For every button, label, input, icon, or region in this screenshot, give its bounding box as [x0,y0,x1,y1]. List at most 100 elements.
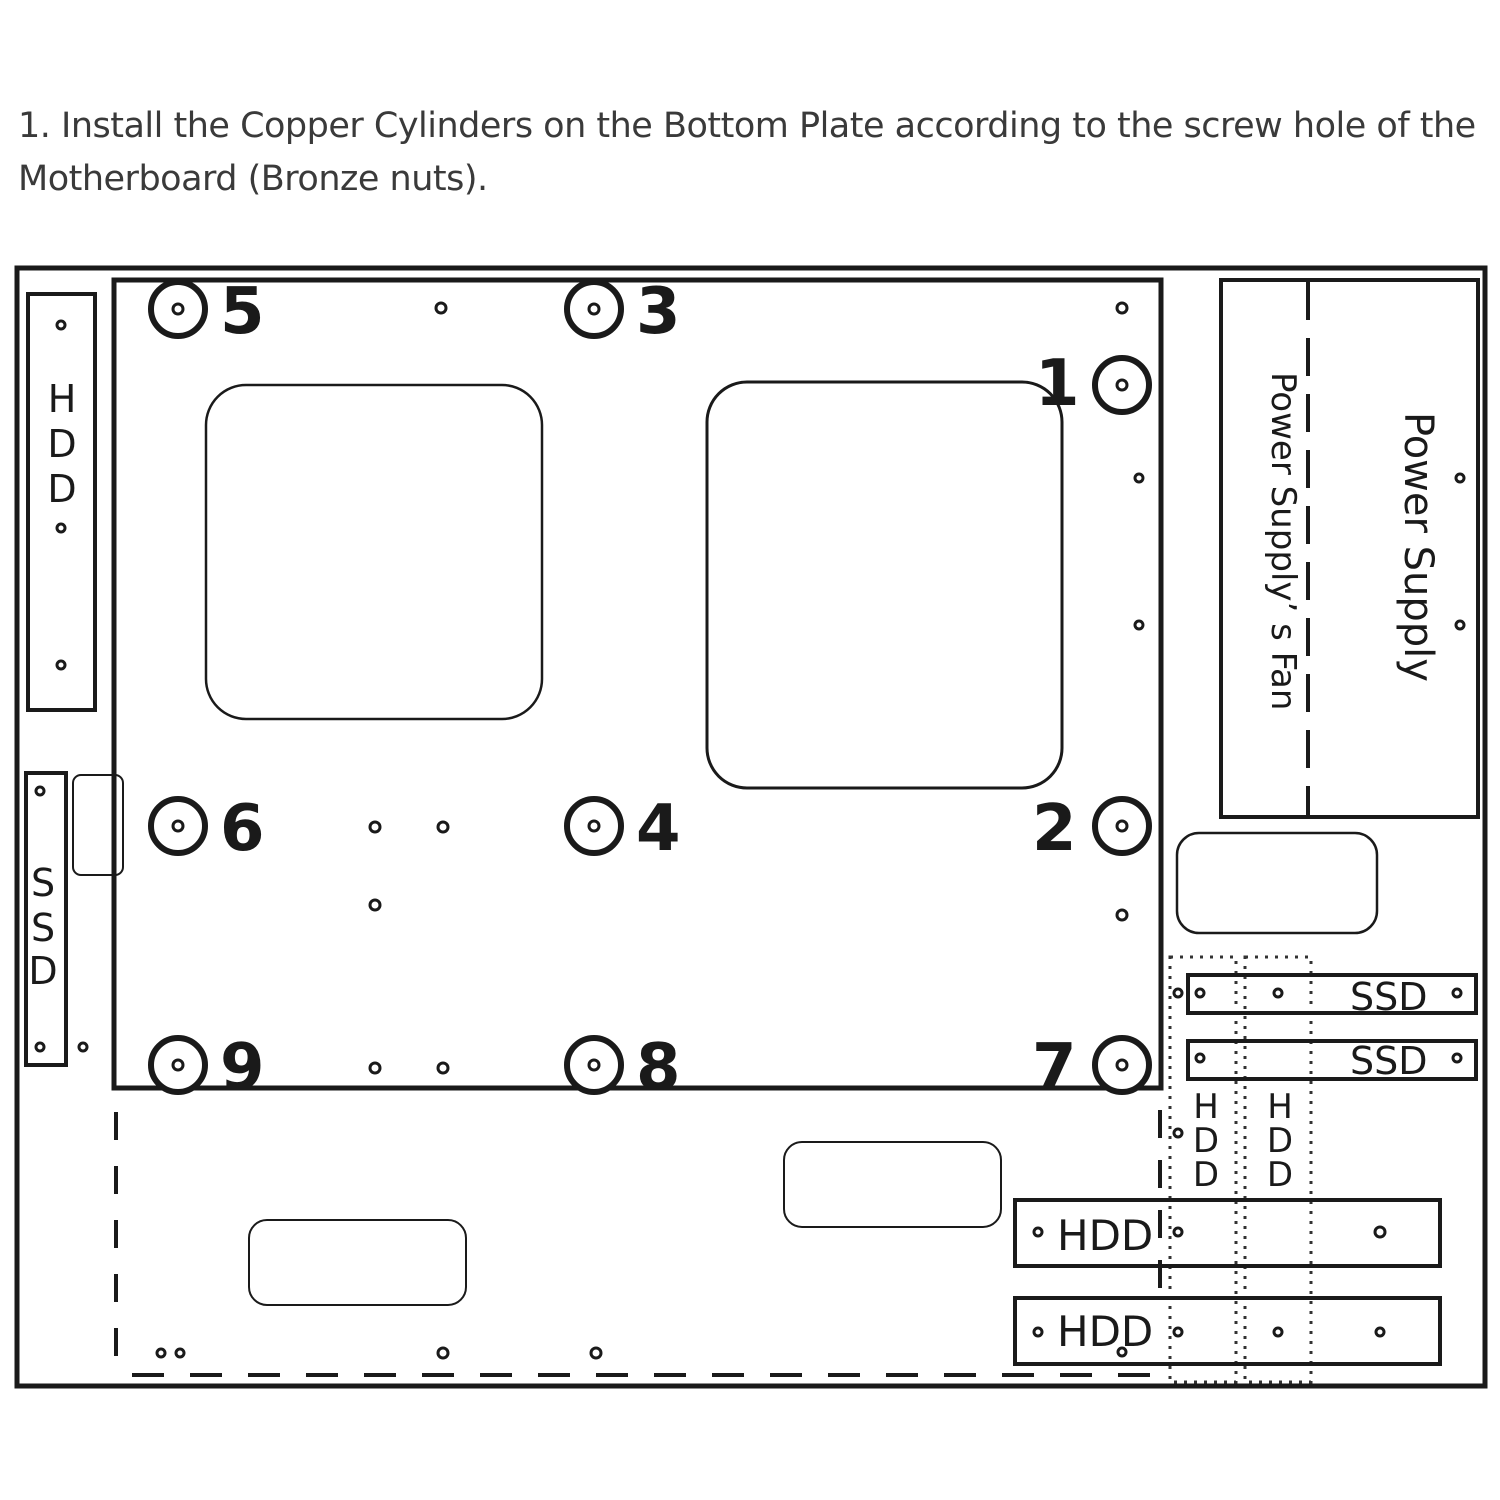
screw-hole [368,898,382,912]
standoff-number: 8 [636,1031,681,1105]
motherboard-outline [111,277,1164,1091]
hdd-vertical-label-2: H D D [1267,1087,1293,1195]
standoff-5: 5 [148,275,265,349]
standoff-number: 4 [636,792,681,866]
hdd-v1-letter-1: H [1193,1087,1219,1127]
standoff-number: 7 [1032,1031,1077,1105]
ssd-left-letter-3: D [28,949,57,993]
ssd-bay-1-label: SSD [1350,975,1428,1019]
screw-hole [1172,1127,1184,1139]
cutout-lower-mid [783,1141,1002,1228]
cutout-small-right [1175,831,1379,935]
screw-hole [1194,987,1206,999]
screw-holes [34,301,1466,1360]
screw-hole [1374,1326,1386,1338]
screw-hole [436,1061,450,1075]
screw-hole [1194,1052,1206,1064]
standoff-number: 3 [636,275,681,349]
standoff-9: 9 [148,1031,265,1105]
screw-hole [1172,987,1184,999]
screw-hole [1272,1326,1284,1338]
screw-hole [1133,472,1145,484]
hdd-v2-letter-1: H [1267,1087,1293,1127]
hdd-left-letter-2: D [47,422,76,466]
hdd-left-letter-3: D [47,467,76,511]
standoffs: 1 2 3 4 5 6 7 8 9 [148,275,1152,1105]
standoff-number: 9 [220,1031,265,1105]
power-supply-box [1219,278,1480,819]
hdd-left-label: H D D [47,377,76,511]
hdd-vertical-bay-1 [1168,955,1238,1384]
standoff-hole [171,1058,185,1072]
hdd-v2-letter-3: D [1267,1155,1293,1195]
screw-hole [589,1346,603,1360]
standoff-hole [587,302,601,316]
standoff-hole [1115,819,1129,833]
standoff-7: 7 [1032,1031,1152,1105]
screw-hole [155,1347,167,1359]
standoff-number: 1 [1035,347,1080,421]
screw-hole [1032,1326,1044,1338]
standoff-hole [1115,1058,1129,1072]
standoff-hole [587,819,601,833]
hdd-vertical-label-1: H D D [1193,1087,1219,1195]
hdd-vertical-bay-2 [1243,955,1313,1384]
screw-hole [77,1041,89,1053]
standoff-ring [564,279,624,339]
standoff-ring [148,1035,208,1095]
standoff-2: 2 [1032,792,1152,866]
standoff-ring [1092,355,1152,415]
standoff-ring [148,796,208,856]
standoff-number: 5 [220,275,265,349]
screw-hole [1133,619,1145,631]
screw-hole [436,1346,450,1360]
standoff-3: 3 [564,275,681,349]
standoff-8: 8 [564,1031,681,1105]
standoff-hole [171,302,185,316]
hdd-left-bracket [26,292,97,712]
small-tab [72,774,124,876]
screw-hole [1451,1052,1463,1064]
screw-hole [1172,1226,1184,1238]
power-supply-fan-label: Power Supply’ s Fan [1263,372,1303,710]
standoff-4: 4 [564,792,681,866]
screw-hole [368,1061,382,1075]
ssd-left-letter-2: S [31,906,55,950]
screw-hole [434,301,448,315]
screw-hole [1115,301,1129,315]
cutout-right [705,380,1064,790]
ssd-left-bracket [24,771,68,1067]
screw-hole [1115,908,1129,922]
screw-hole [55,659,67,671]
hdd-v2-letter-2: D [1267,1121,1293,1161]
screw-hole [1454,619,1466,631]
standoff-ring [1092,1035,1152,1095]
hdd-left-letter-1: H [48,377,77,421]
bottom-plate-outline [14,265,1488,1389]
standoff-1: 1 [1035,347,1152,421]
screw-hole [1116,1346,1128,1358]
hdd-bay-1-label: HDD [1057,1211,1153,1260]
screw-hole [1272,987,1284,999]
standoff-ring [148,279,208,339]
standoff-number: 6 [220,792,265,866]
hdd-bay-1 [1013,1198,1442,1268]
screw-hole [34,1041,46,1053]
screw-hole [436,820,450,834]
instruction-text: 1. Install the Copper Cylinders on the B… [18,106,1476,199]
standoff-ring [564,796,624,856]
screw-hole [1451,987,1463,999]
screw-hole [1454,472,1466,484]
standoff-hole [587,1058,601,1072]
screw-hole [55,522,67,534]
screw-hole [1032,1226,1044,1238]
power-supply-label: Power Supply [1395,412,1441,682]
screw-hole [1373,1225,1387,1239]
ssd-bay-2-label: SSD [1350,1039,1428,1083]
screw-hole [34,785,46,797]
standoff-number: 2 [1032,792,1077,866]
screw-hole [368,820,382,834]
screw-hole [55,319,67,331]
ssd-bay-1 [1186,973,1478,1015]
